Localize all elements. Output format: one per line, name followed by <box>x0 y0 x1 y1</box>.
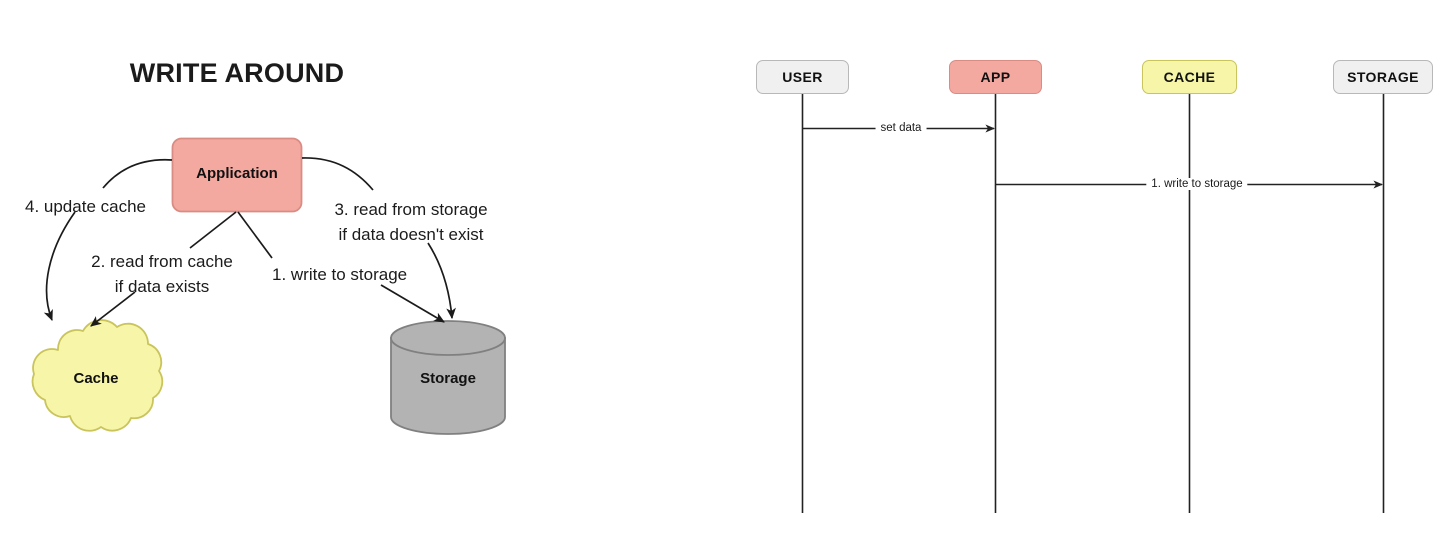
node-storage <box>390 320 506 435</box>
actor-box-app[interactable]: APP <box>949 60 1042 94</box>
actor-label-app: APP <box>980 69 1011 85</box>
actor-box-cache[interactable]: CACHE <box>1142 60 1237 94</box>
actor-label-storage: STORAGE <box>1347 69 1419 85</box>
actor-label-user: USER <box>782 69 823 85</box>
message-label-set-data: set data <box>875 122 927 134</box>
actor-label-cache: CACHE <box>1163 69 1216 85</box>
edge-write-to-storage <box>237 211 445 323</box>
edge-label-update-cache: 4. update cache <box>25 197 146 216</box>
edge-label-read-from-storage: 3. read from storage if data doesn't exi… <box>334 200 488 244</box>
edge-read-from-storage <box>301 157 456 320</box>
edge-read-cache <box>90 211 237 327</box>
node-application <box>171 137 303 213</box>
message-label-write-to-storage: 1. write to storage <box>1146 178 1248 190</box>
edge-update-cache <box>43 158 173 322</box>
edge-label-read-from-cache: 2. read from cache if data exists <box>91 252 233 296</box>
actor-box-storage[interactable]: STORAGE <box>1333 60 1433 94</box>
actor-box-user[interactable]: USER <box>756 60 849 94</box>
page-title: WRITE AROUND <box>129 58 345 88</box>
edge-label-write-to-storage: 1. write to storage <box>272 265 408 284</box>
node-cache <box>31 319 164 432</box>
